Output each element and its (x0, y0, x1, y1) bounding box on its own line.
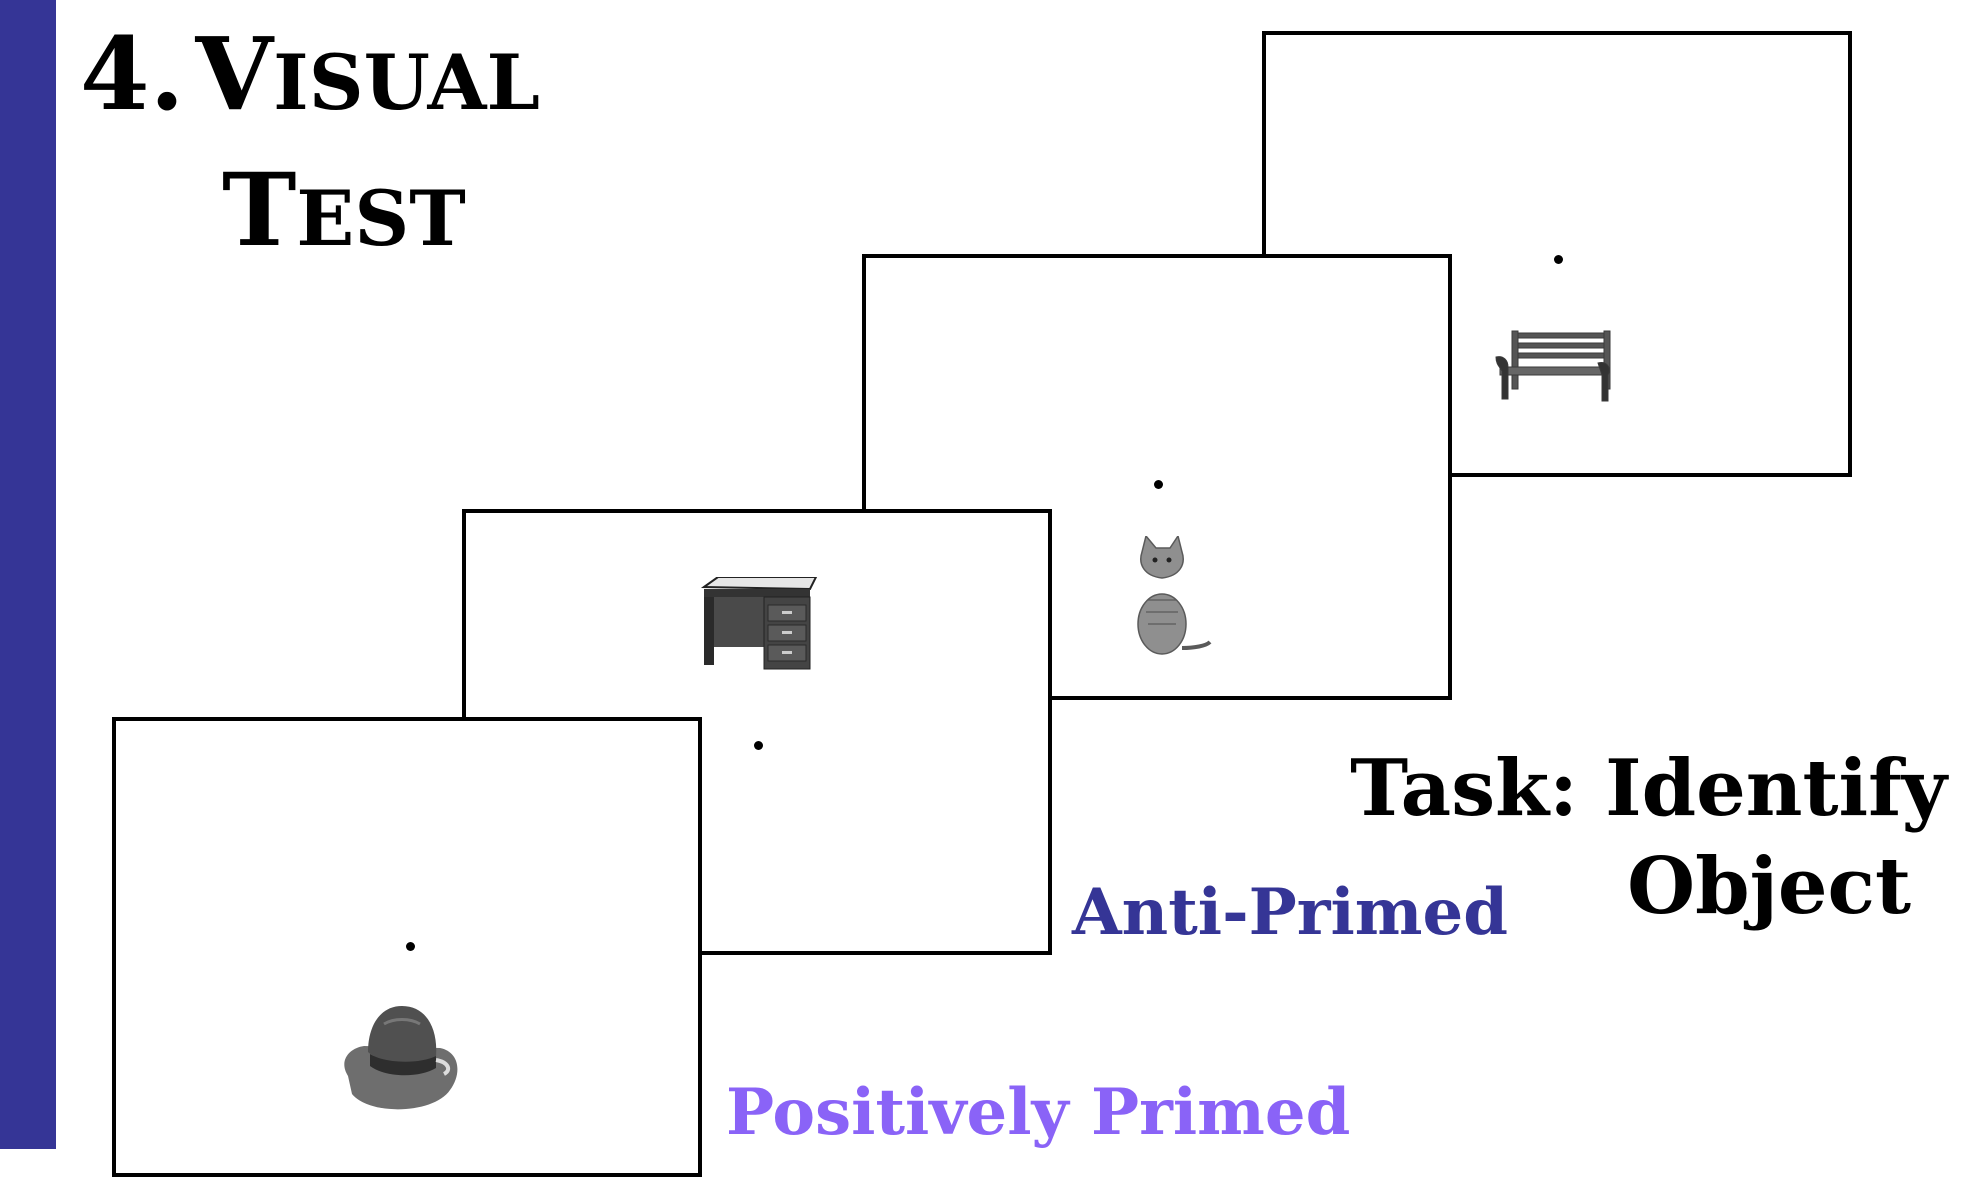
task-line-1: Task: Identify (1350, 743, 1947, 834)
positively-primed-label: Positively Primed (726, 1075, 1351, 1150)
cat-icon (1137, 536, 1212, 655)
fixation-dot (754, 741, 763, 750)
task-line-2: Object (1627, 841, 1911, 932)
task-text: Task: Identify Object (1350, 740, 1947, 936)
hat-icon (344, 1006, 458, 1110)
frame-hat (112, 717, 702, 1177)
side-accent-bar (0, 0, 56, 1149)
title-initial-v: V (195, 15, 274, 133)
title-line-2: TEST (80, 154, 540, 290)
title-line-1: 4. VISUAL (80, 18, 540, 154)
fixation-dot (1554, 255, 1563, 264)
title-initial-t: T (222, 151, 297, 269)
title-number: 4. (80, 15, 185, 133)
title-rest-est: EST (296, 174, 466, 263)
title-rest-isual: ISUAL (273, 38, 540, 127)
fixation-dot (406, 942, 415, 951)
bench-icon (1495, 330, 1611, 402)
desk-icon (700, 577, 818, 670)
slide-title: 4. VISUAL TEST (80, 18, 540, 290)
fixation-dot (1154, 480, 1163, 489)
anti-primed-label: Anti-Primed (1072, 875, 1508, 950)
